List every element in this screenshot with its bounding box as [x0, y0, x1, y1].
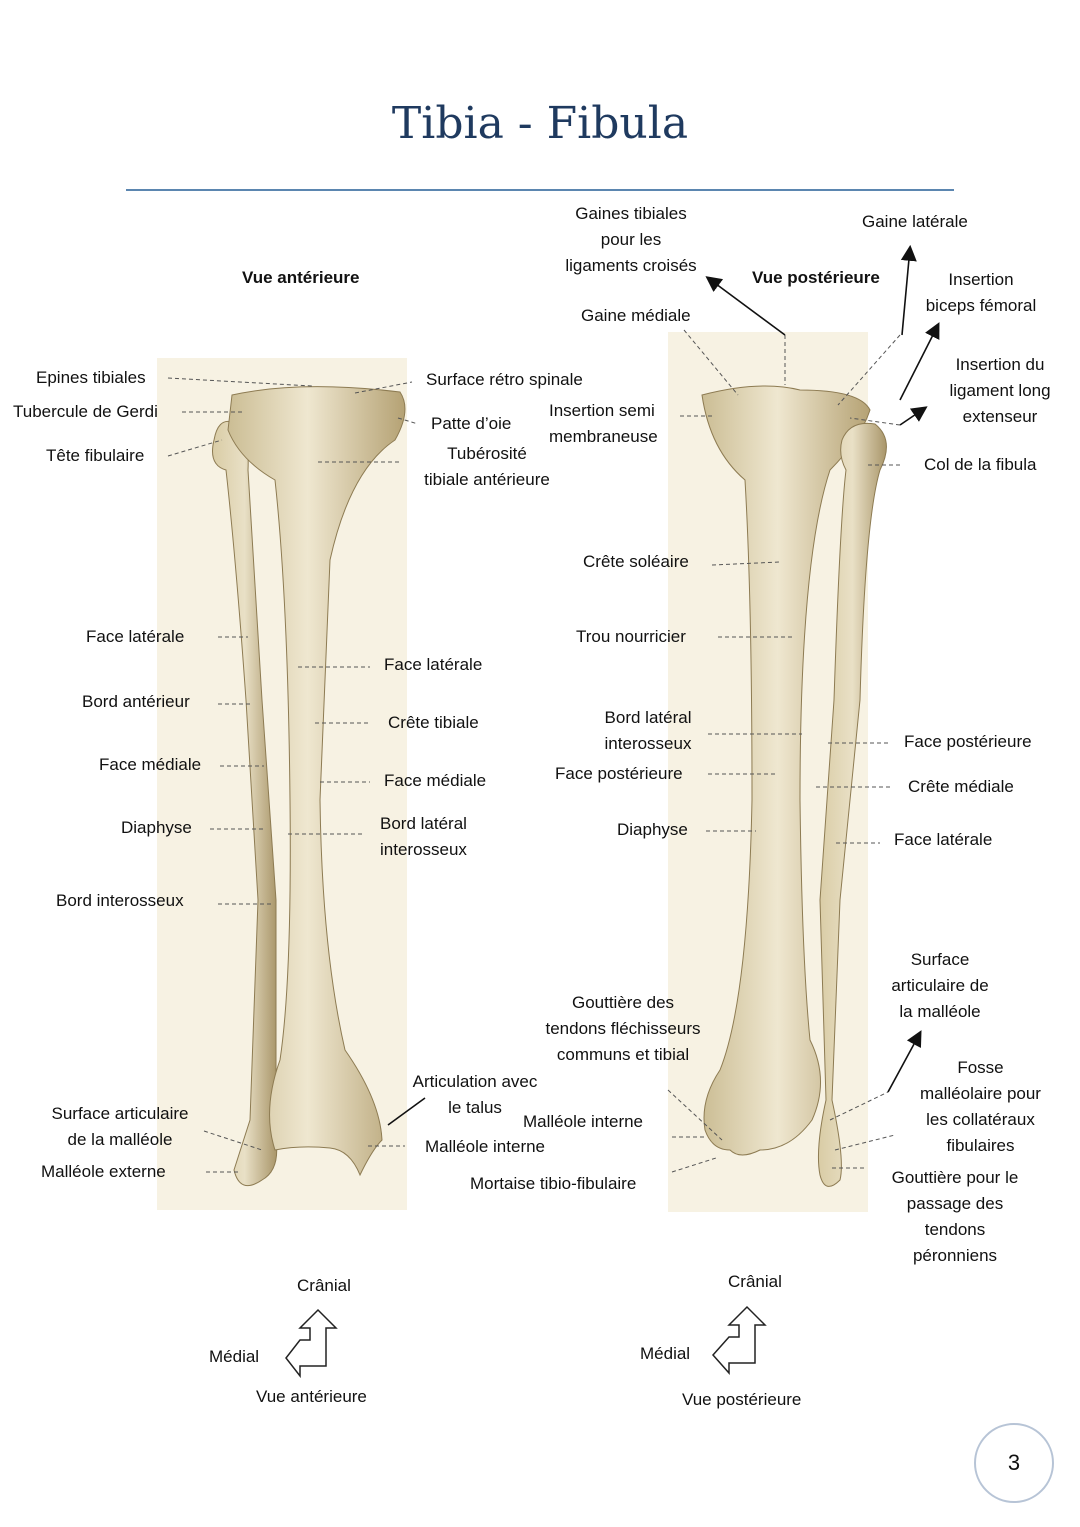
label-gouttiere-flechisseurs: Gouttière des tendons fléchisseurs commu…	[545, 993, 701, 1064]
label-tuberosite-tibiale: Tubérosité tibiale antérieure	[424, 444, 550, 489]
label-tibia-face-posterieure: Face postérieure	[555, 764, 683, 783]
label-posterior-malleole-interne: Malléole interne	[523, 1112, 644, 1131]
label-crete-soleaire: Crête soléaire	[583, 552, 689, 571]
label-insertion-biceps: Insertion biceps fémoral	[925, 270, 1037, 315]
anterior-orientation-medial: Médial	[209, 1347, 260, 1366]
anterior-view-heading: Vue antérieure	[242, 268, 360, 287]
label-fibula-bord-interosseux: Bord interosseux	[56, 891, 184, 910]
label-surface-retro-spinale: Surface rétro spinale	[426, 370, 583, 389]
label-gaines-tibiales: Gaines tibiales pour les ligaments crois…	[565, 204, 697, 275]
label-tibia-face-mediale: Face médiale	[384, 771, 487, 790]
label-col-fibula: Col de la fibula	[924, 455, 1037, 474]
label-gouttiere-peronniens: Gouttière pour le passage des tendons pé…	[891, 1168, 1019, 1265]
title-divider	[126, 189, 954, 191]
posterior-orientation-cranial: Crânial	[728, 1272, 782, 1291]
posterior-fibula	[817, 422, 887, 1187]
label-patte-oie: Patte d’oie	[431, 414, 512, 433]
label-bord-lateral-interosseux: Bord latéral interosseux	[604, 708, 692, 753]
label-insertion-semi-membraneuse: Insertion semi membraneuse	[549, 401, 658, 446]
label-tete-fibulaire: Tête fibulaire	[46, 446, 145, 465]
page-title: Tibia - Fibula	[391, 98, 689, 149]
label-gaine-laterale: Gaine latérale	[862, 212, 968, 231]
anterior-orientation-cranial: Crânial	[297, 1276, 351, 1295]
label-trou-nourricier: Trou nourricier	[576, 627, 686, 646]
label-insertion-ligament-long-extenseur: Insertion du ligament long extenseur	[949, 355, 1051, 426]
page-number: 3	[1007, 1450, 1021, 1475]
anterior-orientation-caption: Vue antérieure	[256, 1387, 367, 1406]
label-gaine-mediale: Gaine médiale	[581, 306, 691, 325]
label-fibula-face-posterieure: Face postérieure	[904, 732, 1032, 751]
label-epines-tibiales: Epines tibiales	[36, 368, 146, 387]
label-tubercule-gerdi: Tubercule de Gerdi	[13, 402, 158, 421]
anterior-orientation-arrow-icon	[285, 1308, 338, 1379]
anterior-fibula	[212, 420, 278, 1187]
label-mortaise-tibio-fibulaire: Mortaise tibio-fibulaire	[470, 1174, 637, 1193]
label-fibula-diaphyse: Diaphyse	[121, 818, 192, 837]
label-anterior-malleole-interne: Malléole interne	[425, 1137, 546, 1156]
anterior-tibia	[227, 386, 406, 1177]
label-tibia-face-laterale: Face latérale	[384, 655, 483, 674]
label-fibula-crete-mediale: Crête médiale	[908, 777, 1014, 796]
label-posterior-fibula-face-laterale: Face latérale	[894, 830, 993, 849]
label-posterior-diaphyse: Diaphyse	[617, 820, 688, 839]
label-surface-articulaire-malleole: Surface articulaire de la malléole	[51, 1104, 189, 1149]
label-malleole-externe: Malléole externe	[41, 1162, 166, 1181]
label-fibula-face-laterale: Face latérale	[86, 627, 185, 646]
label-fibula-face-mediale: Face médiale	[99, 755, 202, 774]
label-fibula-bord-anterieur: Bord antérieur	[82, 692, 190, 711]
label-tibia-bord-lateral-interosseux: Bord latéral interosseux	[380, 814, 467, 859]
posterior-view-heading: Vue postérieure	[752, 268, 880, 287]
posterior-orientation-arrow-icon	[711, 1305, 767, 1375]
label-fosse-malleolaire: Fosse malléolaire pour les collatéraux f…	[920, 1058, 1041, 1155]
posterior-orientation-medial: Médial	[640, 1344, 691, 1363]
label-articulation-talus: Articulation avec le talus	[412, 1072, 538, 1117]
page-number-badge: 3	[974, 1423, 1054, 1503]
label-crete-tibiale: Crête tibiale	[388, 713, 479, 732]
label-surface-articulaire-malleole-posterior: Surface articulaire de la malléole	[891, 950, 989, 1021]
posterior-orientation-caption: Vue postérieure	[682, 1390, 802, 1409]
